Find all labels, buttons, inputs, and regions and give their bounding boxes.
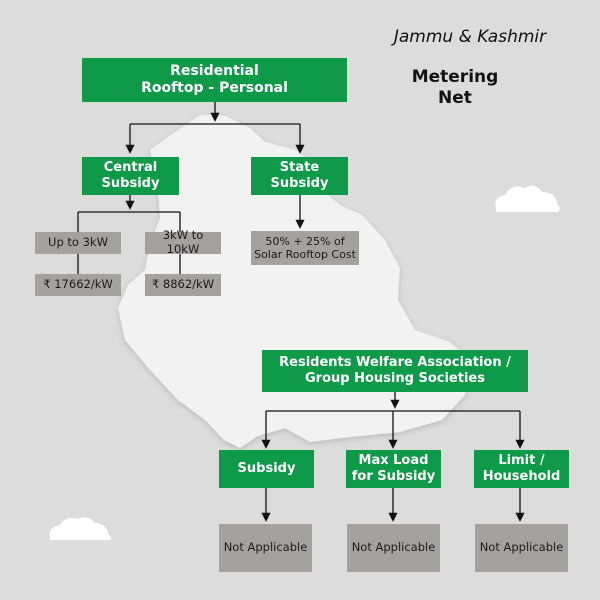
node-line-2: Group Housing Societies — [305, 371, 485, 386]
slab-range-1: Up to 3kW — [35, 232, 121, 254]
central-subsidy-node: Central Subsidy — [82, 157, 179, 195]
rwa-subsidy-value: Not Applicable — [219, 524, 312, 572]
node-line-2: Rooftop - Personal — [141, 80, 288, 96]
cloud-icon — [49, 517, 112, 540]
node-line-2: Subsidy — [101, 176, 160, 191]
node-line-2: Subsidy — [270, 176, 329, 191]
slab-amount-2: ₹ 8862/kW — [145, 274, 221, 296]
rwa-limit-household-value: Not Applicable — [475, 524, 568, 572]
metering-type: Metering Net — [395, 67, 515, 110]
value-line-1: 50% + 25% of — [265, 234, 345, 248]
residential-rooftop-personal-node: Residential Rooftop - Personal — [82, 58, 347, 102]
node-line-2: Household — [482, 469, 561, 484]
node-line-1: State — [279, 160, 320, 176]
value-line-2: Solar Rooftop Cost — [254, 248, 356, 261]
node-line-2: for Subsidy — [351, 469, 436, 484]
slab-amount-1: ₹ 17662/kW — [35, 274, 121, 296]
metering-line-1: Metering — [411, 67, 499, 87]
metering-line-2: Net — [438, 88, 472, 109]
rwa-group-housing-node: Residents Welfare Association / Group Ho… — [262, 350, 528, 392]
state-name: Jammu & Kashmir — [393, 27, 547, 47]
slab-range-2: 3kW to 10kW — [145, 228, 221, 256]
state-subsidy-node: State Subsidy — [251, 157, 348, 195]
rwa-limit-household-node: Limit / Household — [474, 450, 569, 488]
node-line-1: Limit / — [498, 453, 545, 469]
node-line-1: Subsidy — [237, 461, 296, 477]
rwa-subsidy-node: Subsidy — [219, 450, 314, 488]
node-line-1: Residents Welfare Association / — [279, 355, 511, 371]
state-subsidy-value: 50% + 25% of Solar Rooftop Cost — [251, 231, 359, 265]
flow-connectors — [77, 102, 525, 522]
node-line-1: Residential — [170, 63, 259, 80]
node-line-1: Central — [103, 160, 158, 176]
rwa-max-load-node: Max Load for Subsidy — [346, 450, 441, 488]
cloud-icon — [495, 185, 560, 212]
node-line-1: Max Load — [358, 453, 429, 469]
rwa-max-load-value: Not Applicable — [347, 524, 440, 572]
